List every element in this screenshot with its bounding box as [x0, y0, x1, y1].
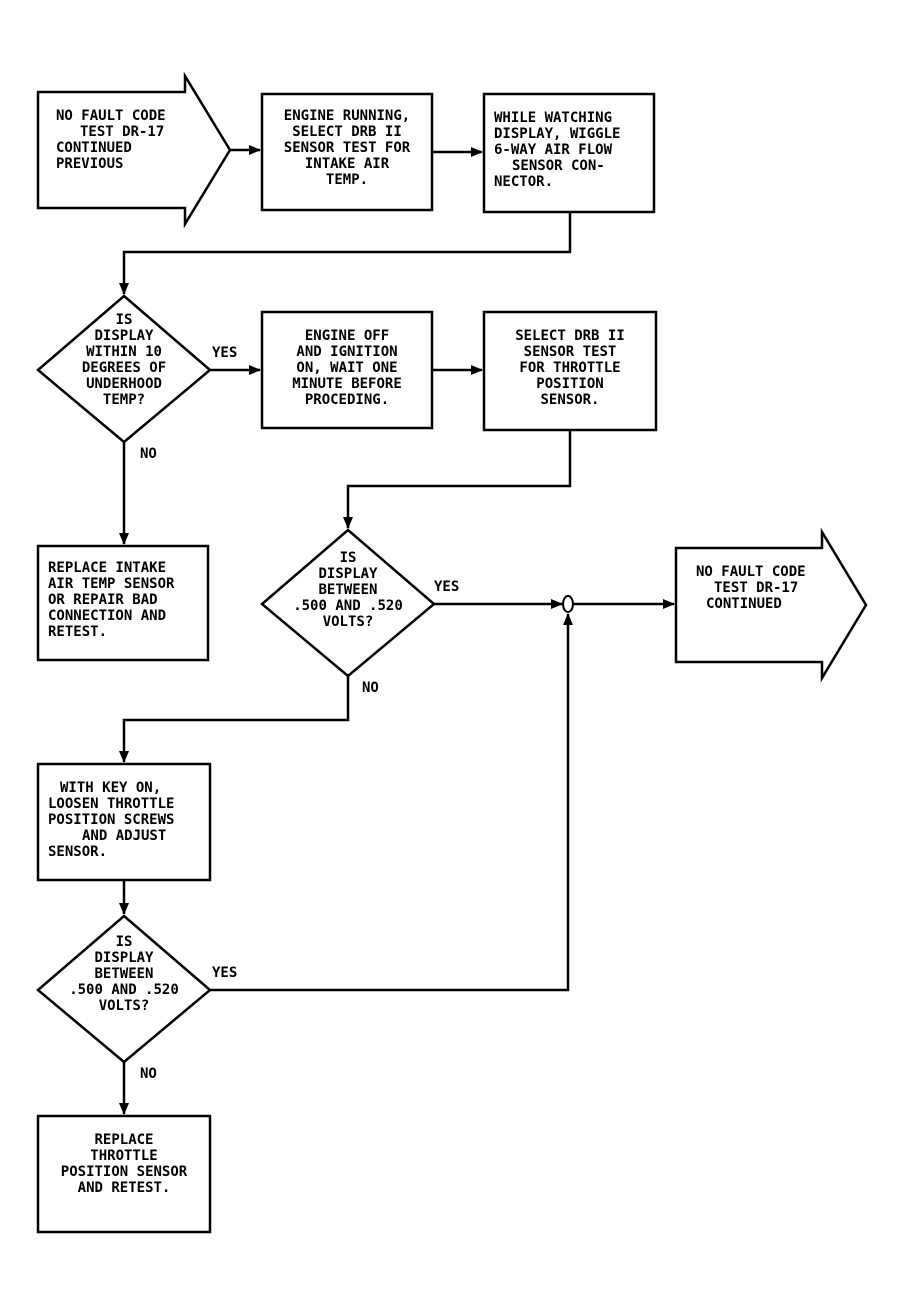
box2-line-2: DISPLAY, WIGGLE [494, 126, 620, 142]
start-line-3: CONTINUED [56, 140, 132, 156]
box6-line-1: WITH KEY ON, [60, 780, 161, 796]
junction-node [562, 595, 574, 613]
box5-line-3: OR REPAIR BAD [48, 592, 158, 608]
box1-line-5: TEMP. [326, 172, 368, 188]
box4-line-1: SELECT DRB II [515, 328, 625, 344]
box5-line-2: AIR TEMP SENSOR [48, 576, 175, 592]
box1-text: ENGINE RUNNING, SELECT DRB II SENSOR TES… [284, 108, 411, 188]
decision2-line-3: BETWEEN [318, 582, 377, 598]
decision3-line-1: IS [116, 934, 133, 950]
decision2-text: IS DISPLAY BETWEEN .500 AND .520 VOLTS? [293, 550, 403, 630]
box7-line-3: POSITION SENSOR [61, 1164, 188, 1180]
box1-line-4: INTAKE AIR [305, 156, 390, 172]
start-connector-text: NO FAULT CODE TEST DR-17 CONTINUED PREVI… [56, 108, 166, 172]
box2-line-4: SENSOR CON- [512, 158, 605, 174]
box6-line-5: SENSOR. [48, 844, 107, 860]
decision2-line-2: DISPLAY [318, 566, 378, 582]
decision1-line-3: WITHIN 10 [86, 344, 162, 360]
box7-line-4: AND RETEST. [78, 1180, 171, 1196]
box1-line-2: SELECT DRB II [292, 124, 402, 140]
box4-line-2: SENSOR TEST [524, 344, 617, 360]
decision2-line-1: IS [340, 550, 357, 566]
box3-line-2: AND IGNITION [296, 344, 397, 360]
decision3-line-4: .500 AND .520 [69, 982, 179, 998]
decision1-line-1: IS [116, 312, 133, 328]
box5-line-5: RETEST. [48, 624, 107, 640]
box3-line-3: ON, WAIT ONE [296, 360, 397, 376]
box4-text: SELECT DRB II SENSOR TEST FOR THROTTLE P… [515, 328, 625, 408]
box2-line-5: NECTOR. [494, 174, 553, 190]
connector-box2-to-decision1 [119, 212, 572, 295]
box3-line-4: MINUTE BEFORE [292, 376, 402, 392]
decision3-yes-label: YES [212, 965, 237, 981]
box7-text: REPLACE THROTTLE POSITION SENSOR AND RET… [61, 1132, 188, 1196]
box-select-iat-test [260, 92, 434, 212]
box2-text: WHILE WATCHING DISPLAY, WIGGLE 6-WAY AIR… [494, 110, 620, 190]
box2-line-3: 6-WAY AIR FLOW [494, 142, 613, 158]
box6-text: WITH KEY ON, LOOSEN THROTTLE POSITION SC… [48, 780, 174, 860]
decision2-line-5: VOLTS? [323, 614, 374, 630]
decision1-line-4: DEGREES OF [82, 360, 166, 376]
decision3-no-label: NO [140, 1066, 157, 1082]
box7-line-2: THROTTLE [90, 1148, 157, 1164]
box4-line-3: FOR THROTTLE [519, 360, 620, 376]
box2-line-1: WHILE WATCHING [494, 110, 612, 126]
start-line-1: NO FAULT CODE [56, 108, 166, 124]
decision1-text: IS DISPLAY WITHIN 10 DEGREES OF UNDERHOO… [82, 312, 166, 408]
start-line-4: PREVIOUS [56, 156, 123, 172]
end-line-1: NO FAULT CODE [696, 564, 806, 580]
connector-box4-to-decision2 [343, 430, 572, 529]
connector-decision3-yes [210, 613, 573, 992]
end-line-3: CONTINUED [706, 596, 782, 612]
decision3-text: IS DISPLAY BETWEEN .500 AND .520 VOLTS? [69, 934, 179, 1014]
box-engine-off-wait [260, 310, 434, 430]
start-line-2: TEST DR-17 [80, 124, 164, 140]
decision1-no-label: NO [140, 446, 157, 462]
decision2-no-label: NO [362, 680, 379, 696]
decision1-line-5: UNDERHOOD [86, 376, 162, 392]
box5-line-1: REPLACE INTAKE [48, 560, 166, 576]
box5-text: REPLACE INTAKE AIR TEMP SENSOR OR REPAIR… [48, 560, 175, 640]
end-connector-text: NO FAULT CODE TEST DR-17 CONTINUED [696, 564, 806, 612]
box3-line-5: PROCEDING. [305, 392, 389, 408]
end-line-2: TEST DR-17 [714, 580, 798, 596]
box1-line-3: SENSOR TEST FOR [284, 140, 411, 156]
decision2-line-4: .500 AND .520 [293, 598, 403, 614]
box1-line-1: ENGINE RUNNING, [284, 108, 410, 124]
box6-line-3: POSITION SCREWS [48, 812, 174, 828]
decision3-line-5: VOLTS? [99, 998, 150, 1014]
box3-text: ENGINE OFF AND IGNITION ON, WAIT ONE MIN… [292, 328, 402, 408]
box5-line-4: CONNECTION AND [48, 608, 166, 624]
box-replace-iat-sensor [36, 544, 210, 662]
decision1-line-2: DISPLAY [94, 328, 154, 344]
connector-decision2-no [119, 676, 350, 763]
decision3-line-2: DISPLAY [94, 950, 154, 966]
box4-line-5: SENSOR. [540, 392, 599, 408]
decision1-line-6: TEMP? [103, 392, 145, 408]
end-connector-arrow [674, 527, 868, 683]
box7-line-1: REPLACE [94, 1132, 153, 1148]
decision3-line-3: BETWEEN [94, 966, 153, 982]
box6-line-4: AND ADJUST [82, 828, 166, 844]
decision1-yes-label: YES [212, 345, 237, 361]
box-replace-tps [36, 1114, 212, 1234]
box-adjust-tps [36, 762, 212, 882]
box6-line-2: LOOSEN THROTTLE [48, 796, 174, 812]
box4-line-4: POSITION [536, 376, 603, 392]
box3-line-1: ENGINE OFF [305, 328, 389, 344]
start-connector-arrow [36, 71, 232, 229]
decision2-yes-label: YES [434, 579, 459, 595]
